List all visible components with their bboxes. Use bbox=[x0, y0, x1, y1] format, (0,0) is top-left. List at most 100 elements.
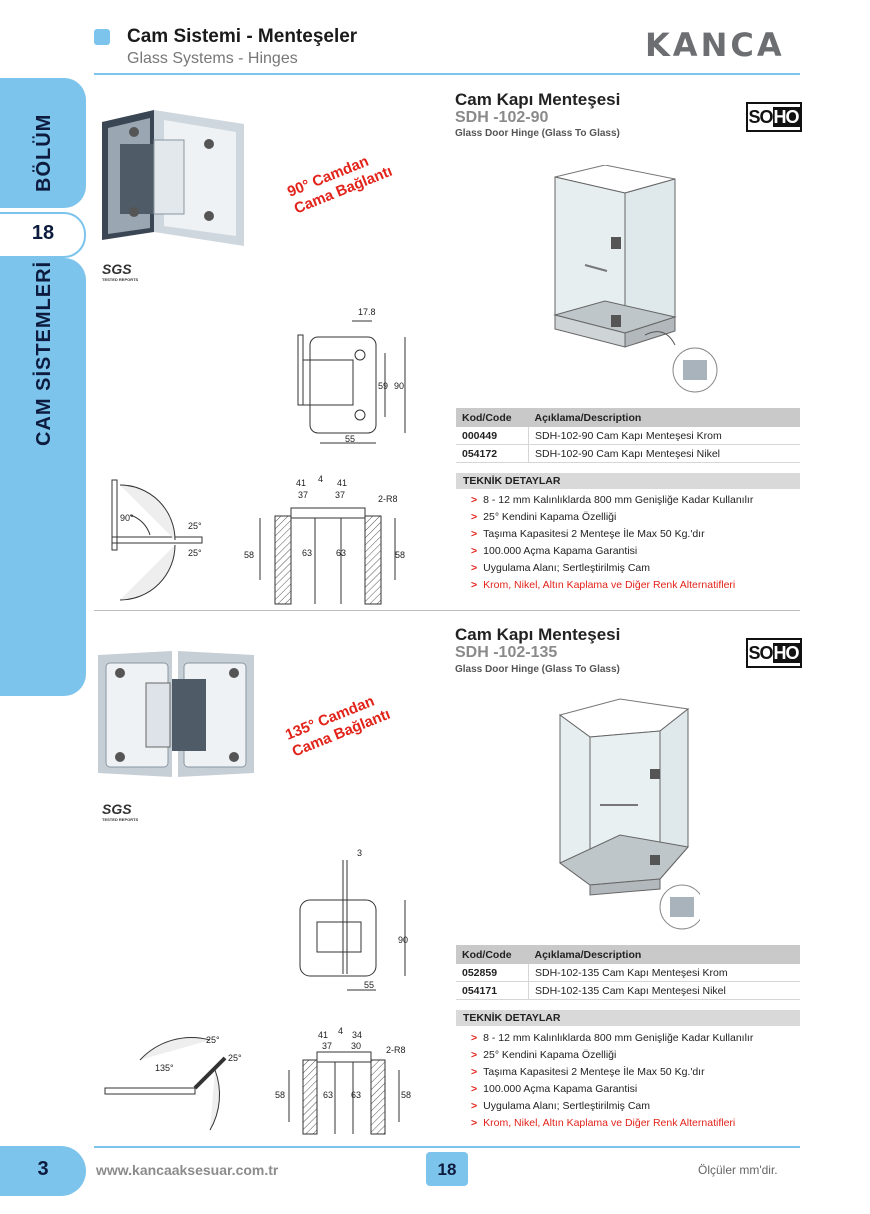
cut-dim-d: 37 bbox=[322, 1041, 333, 1051]
sgs-logo: SGS TESTED REPORTS bbox=[102, 801, 138, 822]
bullet-arrow-icon: > bbox=[471, 494, 478, 506]
header-rule bbox=[94, 73, 800, 75]
sgs-small-text: TESTED REPORTS bbox=[102, 817, 139, 822]
table-row: 054172 SDH-102-90 Cam Kapı Menteşesi Nik… bbox=[456, 444, 800, 463]
website-link[interactable]: www.kancaaksesuar.com.tr bbox=[96, 1162, 279, 1178]
section-number-box bbox=[426, 1152, 468, 1186]
list-item: >Krom, Nikel, Altın Kaplama ve Diğer Ren… bbox=[456, 1115, 753, 1132]
cut-dim-h4: 58 bbox=[401, 1090, 412, 1100]
angle-stamp-90: 90° Camdan Cama Bağlantı bbox=[285, 146, 395, 218]
bullet-arrow-icon: > bbox=[471, 528, 478, 540]
table-header-row: Kod/Code Açıklama/Description bbox=[456, 408, 800, 427]
page-title: Cam Sistemi - Menteşeler bbox=[127, 26, 358, 47]
sgs-small-text: TESTED REPORTS bbox=[102, 277, 139, 282]
list-item: > Uygulama Alanı; Sertleştirilmiş Cam bbox=[456, 560, 753, 577]
list-item: > Krom, Nikel, Altın Kaplama ve Diğer Ren… bbox=[456, 577, 753, 594]
product-code-table: Kod/Code Açıklama/Description 052859 SDH… bbox=[456, 945, 800, 1000]
list-item: >100.000 Açma Kapama Garantisi bbox=[456, 543, 753, 560]
product-code-table: Kod/Code Açıklama/Description 000449 SDH… bbox=[456, 408, 800, 463]
bullet-arrow-icon: > bbox=[471, 1083, 478, 1095]
table-header-code: Kod/Code bbox=[456, 408, 529, 427]
cut-dim-b: 4 bbox=[318, 474, 324, 484]
shower-cabin-135 bbox=[558, 698, 700, 930]
table-header-code: Kod/Code bbox=[456, 945, 529, 964]
tech-item-text: 100.000 Açma Kapama Garantisi bbox=[483, 1083, 638, 1095]
cut-dim-h1: 58 bbox=[244, 550, 255, 560]
angle-drawing-135 bbox=[104, 1037, 227, 1131]
tech-item-text: Krom, Nikel, Altın Kaplama ve Diğer Renk… bbox=[483, 579, 736, 591]
page-number: 3 bbox=[37, 1158, 49, 1180]
section-number: 18 bbox=[437, 1160, 457, 1179]
sidebar-section-label: BÖLÜM bbox=[33, 113, 55, 192]
dim-height-inner: 59 bbox=[378, 381, 389, 391]
bullet-arrow-icon: > bbox=[471, 1049, 478, 1061]
hinge-photo-90 bbox=[102, 110, 244, 246]
badge-so: SO bbox=[748, 643, 773, 663]
badge-ho: HO bbox=[772, 643, 800, 663]
cutout-drawing-90 bbox=[259, 507, 396, 605]
product-code: SDH -102-90 bbox=[455, 109, 549, 126]
bullet-arrow-icon: > bbox=[471, 1032, 478, 1044]
dim-width: 55 bbox=[345, 434, 356, 444]
list-item: >100.000 Açma Kapama Garantisi bbox=[456, 1081, 753, 1098]
sgs-text: SGS bbox=[102, 261, 132, 277]
shower-cabin-90 bbox=[553, 165, 718, 393]
list-item: >25° Kendini Kapama Özelliği bbox=[456, 509, 753, 526]
angle-drawing-90 bbox=[111, 479, 203, 601]
list-item: >Taşıma Kapasitesi 2 Menteşe İle Max 50 … bbox=[456, 1064, 753, 1081]
product-description: Glass Door Hinge (Glass To Glass) bbox=[455, 664, 620, 675]
dim-width: 55 bbox=[364, 980, 375, 990]
cutout-drawing-135 bbox=[288, 1051, 400, 1135]
footer-rule bbox=[94, 1146, 800, 1148]
tech-item-text: Krom, Nikel, Altın Kaplama ve Diğer Renk… bbox=[483, 1117, 736, 1129]
tech-item-text: Uygulama Alanı; Sertleştirilmiş Cam bbox=[483, 562, 651, 574]
list-item: >Taşıma Kapasitesi 2 Menteşe İle Max 50 … bbox=[456, 526, 753, 543]
sidebar-tab-category bbox=[0, 258, 86, 696]
table-cell-code: 054171 bbox=[456, 981, 529, 1000]
table-header-description: Açıklama/Description bbox=[528, 408, 800, 427]
footer-page-tab bbox=[0, 1146, 86, 1196]
tech-details-heading: TEKNİK DETAYLAR bbox=[456, 1010, 800, 1026]
bullet-arrow-icon: > bbox=[471, 579, 478, 591]
bullet-arrow-icon: > bbox=[471, 1100, 478, 1112]
table-cell-code: 054172 bbox=[456, 444, 529, 463]
dim-width-top: 17.8 bbox=[358, 307, 376, 317]
tech-item-text: Taşıma Kapasitesi 2 Menteşe İle Max 50 K… bbox=[483, 1066, 705, 1078]
table-cell-description: SDH-102-135 Cam Kapı Menteşesi Krom bbox=[528, 964, 800, 982]
tech-item-text: Uygulama Alanı; Sertleştirilmiş Cam bbox=[483, 1100, 651, 1112]
table-cell-description: SDH-102-90 Cam Kapı Menteşesi Krom bbox=[528, 427, 800, 445]
table-cell-code: 052859 bbox=[456, 964, 529, 982]
product-description: Glass Door Hinge (Glass To Glass) bbox=[455, 128, 620, 139]
list-item: >8 - 12 mm Kalınlıklarda 800 mm Genişliğ… bbox=[456, 492, 753, 509]
badge-ho: HO bbox=[772, 107, 800, 127]
cut-dim-h3: 63 bbox=[351, 1090, 362, 1100]
angle-stamp-135: 135° Camdan Cama Bağlantı bbox=[283, 689, 393, 761]
table-row: 052859 SDH-102-135 Cam Kapı Menteşesi Kr… bbox=[456, 964, 800, 982]
units-note: Ölçüler mm'dir. bbox=[698, 1163, 778, 1177]
table-header-row: Kod/Code Açıklama/Description bbox=[456, 945, 800, 964]
table-row: 000449 SDH-102-90 Cam Kapı Menteşesi Kro… bbox=[456, 427, 800, 445]
tech-item-text: 100.000 Açma Kapama Garantisi bbox=[483, 545, 638, 557]
tech-item-text: 25° Kendini Kapama Özelliği bbox=[483, 511, 617, 523]
table-cell-code: 000449 bbox=[456, 427, 529, 445]
page-subtitle: Glass Systems - Hinges bbox=[127, 50, 298, 67]
cut-dim-e: 37 bbox=[335, 490, 346, 500]
cut-dim-h3: 63 bbox=[336, 548, 347, 558]
cut-dim-a: 41 bbox=[318, 1030, 329, 1040]
product-code: SDH -102-135 bbox=[455, 644, 558, 661]
cut-dim-radius: 2-R8 bbox=[386, 1045, 406, 1055]
bullet-arrow-icon: > bbox=[471, 511, 478, 523]
dim-height: 90 bbox=[394, 381, 405, 391]
table-row: 054171 SDH-102-135 Cam Kapı Menteşesi Ni… bbox=[456, 981, 800, 1000]
angle-label: 135° bbox=[155, 1063, 174, 1073]
sgs-text: SGS bbox=[102, 801, 132, 817]
cut-dim-c: 34 bbox=[352, 1030, 363, 1040]
brand-logo: KANCA bbox=[645, 26, 785, 64]
soho-badge: SOHO bbox=[746, 638, 802, 668]
list-item: >25° Kendini Kapama Özelliği bbox=[456, 1047, 753, 1064]
header-marker bbox=[94, 29, 110, 45]
hinge-photo-135 bbox=[98, 651, 254, 777]
section-divider bbox=[94, 610, 800, 611]
swing-label-a: 25° bbox=[188, 521, 202, 531]
bullet-arrow-icon: > bbox=[471, 562, 478, 574]
